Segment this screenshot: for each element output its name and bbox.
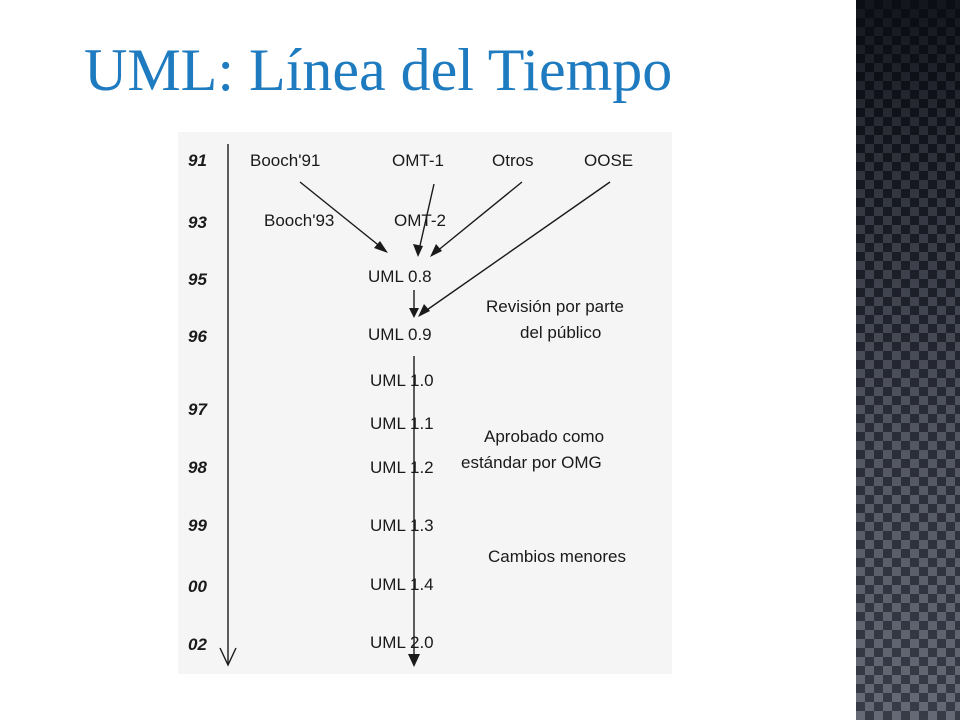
decorative-side-shade bbox=[856, 0, 960, 720]
note-approved-line-2: estándar por OMG bbox=[461, 453, 602, 472]
year-91: 91 bbox=[188, 151, 207, 170]
source-omt2: OMT-2 bbox=[394, 211, 446, 230]
version-uml-0-9: UML 0.9 bbox=[368, 325, 432, 344]
source-booch91: Booch'91 bbox=[250, 151, 320, 170]
note-review-line-2: del público bbox=[520, 323, 601, 342]
version-uml-2-0: UML 2.0 bbox=[370, 633, 434, 652]
version-uml-1-1: UML 1.1 bbox=[370, 414, 434, 433]
version-uml-1-4: UML 1.4 bbox=[370, 575, 434, 594]
year-93: 93 bbox=[188, 213, 207, 232]
page-title: UML: Línea del Tiempo bbox=[84, 37, 673, 103]
year-96: 96 bbox=[188, 327, 207, 346]
year-97: 97 bbox=[188, 400, 208, 419]
year-95: 95 bbox=[188, 270, 207, 289]
source-oose: OOSE bbox=[584, 151, 633, 170]
version-uml-1-0: UML 1.0 bbox=[370, 371, 434, 390]
time-axis-arrowhead bbox=[219, 647, 237, 667]
timeline-diagram: 91 93 95 96 97 98 99 00 02 Booch'91 OMT-… bbox=[178, 132, 672, 674]
convergence-arrows bbox=[299, 181, 611, 317]
version-uml-1-3: UML 1.3 bbox=[370, 516, 434, 535]
note-review-line-1: Revisión por parte bbox=[486, 297, 624, 316]
year-99: 99 bbox=[188, 516, 207, 535]
version-axis-arrowhead bbox=[408, 654, 420, 667]
year-00: 00 bbox=[188, 577, 207, 596]
version-uml-0-8: UML 0.8 bbox=[368, 267, 432, 286]
note-minor-changes: Cambios menores bbox=[488, 547, 626, 566]
note-approved-line-1: Aprobado como bbox=[484, 427, 604, 446]
source-booch93: Booch'93 bbox=[264, 211, 334, 230]
year-02: 02 bbox=[188, 635, 207, 654]
timeline-svg: 91 93 95 96 97 98 99 00 02 Booch'91 OMT-… bbox=[188, 144, 633, 667]
version-uml-1-2: UML 1.2 bbox=[370, 458, 434, 477]
source-omt1: OMT-1 bbox=[392, 151, 444, 170]
source-otros: Otros bbox=[492, 151, 534, 170]
year-98: 98 bbox=[188, 458, 207, 477]
